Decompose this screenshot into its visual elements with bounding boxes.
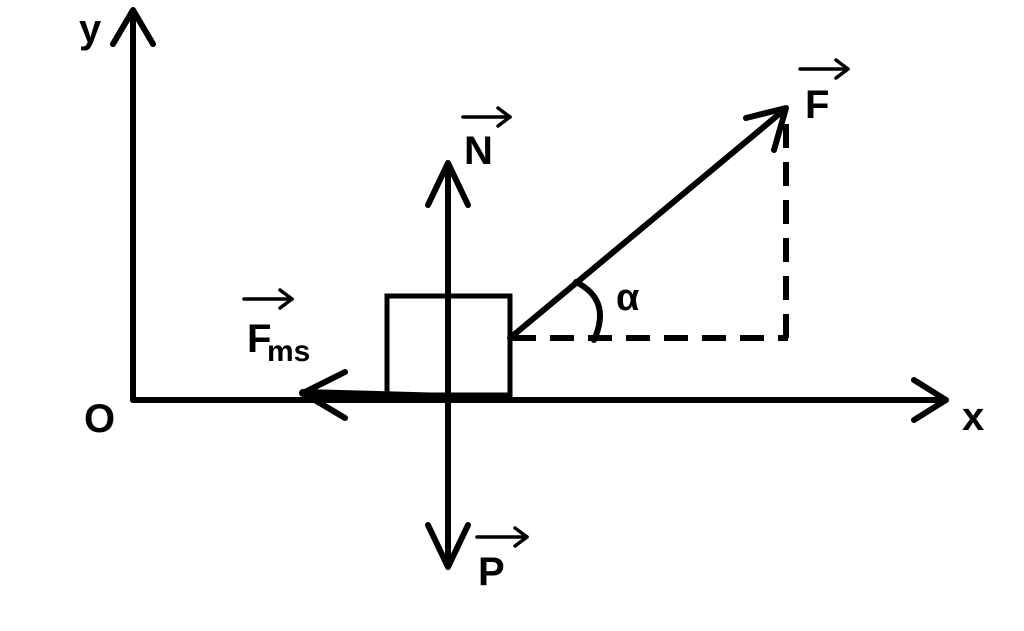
x-axis [130, 377, 949, 423]
angle-label: α [616, 277, 639, 319]
normal-overarrow [461, 106, 512, 128]
applied-force-label: F [805, 83, 829, 127]
y-axis-arrowhead [110, 7, 156, 47]
origin-label: O [84, 397, 115, 441]
x-axis-arrowhead [911, 377, 949, 423]
weight-vector [425, 393, 471, 570]
normal-arrowhead [425, 160, 471, 208]
force-components [512, 122, 789, 341]
weight-overarrow [475, 526, 529, 548]
y-axis-label: y [79, 7, 102, 51]
friction-vector [299, 369, 452, 421]
x-axis-label: x [962, 395, 984, 439]
applied-force-vector [507, 105, 789, 341]
normal-label: N [464, 129, 493, 173]
weight-label: P [478, 550, 505, 594]
normal-vector [425, 160, 471, 399]
applied-force-overarrow [798, 58, 850, 80]
weight-arrowhead [425, 522, 471, 570]
friction-overarrow [242, 288, 294, 310]
y-axis [110, 7, 156, 403]
applied-force-arrowhead [743, 105, 789, 153]
friction-arrowhead [300, 369, 348, 421]
friction-label: F [247, 317, 271, 361]
friction-subscript: ms [267, 335, 310, 368]
angle-arc [573, 279, 603, 343]
